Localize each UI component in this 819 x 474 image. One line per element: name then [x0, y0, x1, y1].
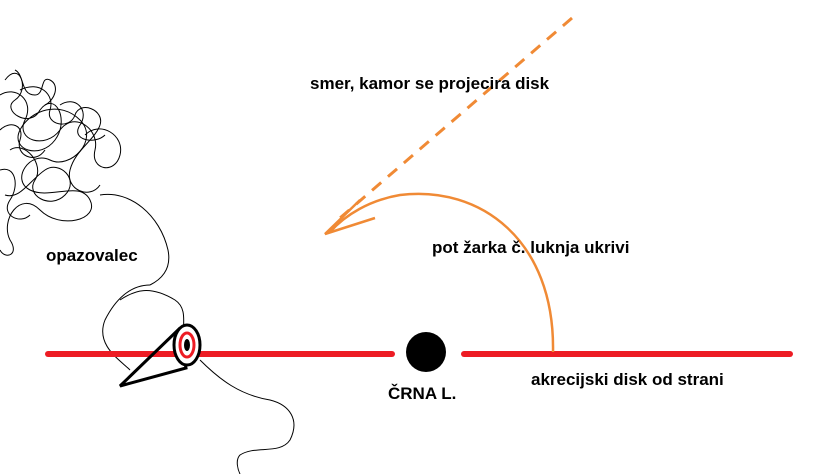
arrowhead-icon [324, 199, 376, 236]
projection-direction-label: smer, kamor se projecira disk [310, 74, 550, 93]
observer-label: opazovalec [46, 246, 138, 265]
observer-hair [0, 69, 122, 256]
ray-path-label: pot žarka č. luknja ukrivi [432, 238, 630, 257]
projection-direction-dashed-line [339, 16, 573, 220]
accretion-disk-label: akrecijski disk od strani [531, 370, 724, 389]
black-hole [406, 332, 446, 372]
observer-eye [118, 323, 202, 388]
ray-path-arc [329, 192, 555, 353]
black-hole-label: ČRNA L. [388, 384, 457, 403]
